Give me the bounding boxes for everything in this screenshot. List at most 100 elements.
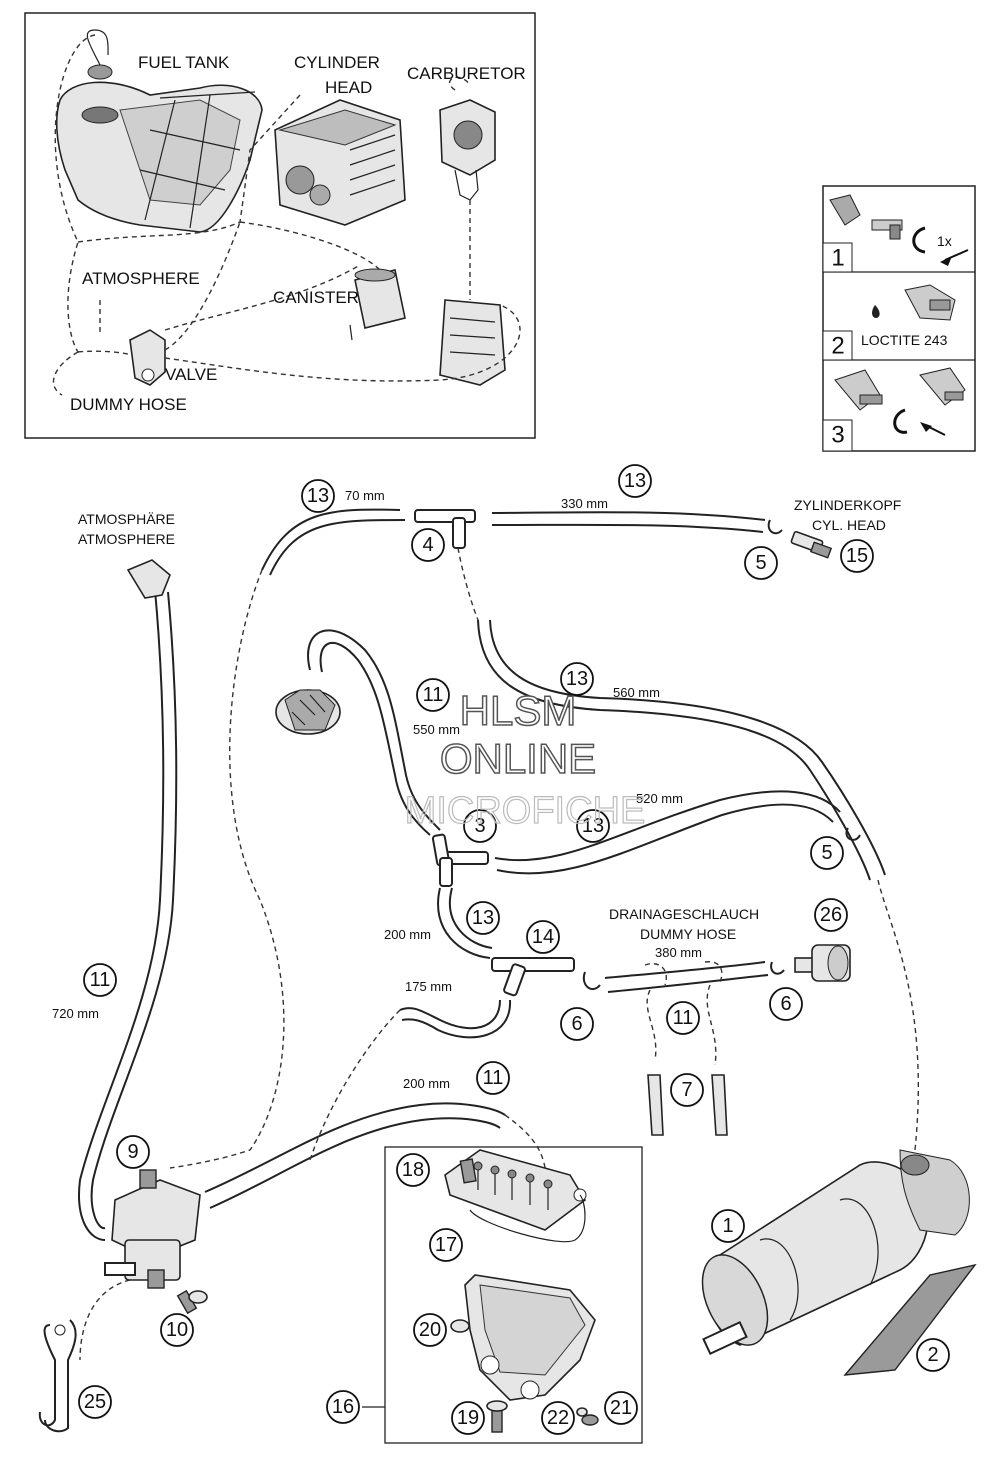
callout-circle <box>576 809 610 843</box>
callout-circle <box>326 1390 360 1424</box>
callout-number: 22 <box>547 1407 569 1429</box>
length-175mm: 175 mm <box>405 979 452 994</box>
clamp-6-right <box>770 961 785 975</box>
callout-c17: 17 <box>429 1228 463 1262</box>
callout-number: 13 <box>307 485 329 507</box>
step-1-note: 1x <box>937 233 952 249</box>
callout-c11b: 11 <box>666 1001 700 1035</box>
hose-routing <box>78 508 919 1361</box>
callout-circle <box>463 809 497 843</box>
callout-number: 25 <box>84 1391 106 1413</box>
callout-circle <box>711 1209 745 1243</box>
callout-c6a: 6 <box>560 1007 594 1041</box>
canister-label: CANISTER <box>273 288 359 307</box>
atmosphere-fitting <box>126 559 171 599</box>
cable-tie-7 <box>647 1074 728 1136</box>
hose-11-200mm <box>204 1102 506 1209</box>
callout-circle <box>301 479 335 513</box>
callout-number: 5 <box>755 552 766 574</box>
callout-c13c: 13 <box>560 662 594 696</box>
callout-circle <box>411 528 445 562</box>
callout-number: 20 <box>419 1319 441 1341</box>
step-3-number: 3 <box>831 422 844 449</box>
callout-c25: 25 <box>78 1385 112 1419</box>
hose-13-200mm <box>437 887 493 959</box>
callout-c11a: 11 <box>416 678 450 712</box>
callout-c20: 20 <box>413 1313 447 1347</box>
bracket-25 <box>38 1319 77 1433</box>
length-520mm: 520 mm <box>636 791 683 806</box>
length-200mm-a: 200 mm <box>384 927 431 942</box>
callout-number: 13 <box>472 907 494 929</box>
hose-13-to-canister <box>457 547 919 1151</box>
callout-c21: 21 <box>604 1391 638 1425</box>
callout-c10: 10 <box>160 1313 194 1347</box>
callout-c19: 19 <box>451 1401 485 1435</box>
fuel-cap-illustration <box>275 689 341 735</box>
t-piece-3 <box>431 833 489 887</box>
callout-c3: 3 <box>463 809 497 843</box>
callout-number: 13 <box>566 668 588 690</box>
callout-number: 6 <box>571 1013 582 1035</box>
fitting-15 <box>790 530 833 559</box>
step-3-illustration <box>834 367 966 436</box>
hose-13-70mm <box>261 508 406 576</box>
callout-c14: 14 <box>526 920 560 954</box>
manifold-group-16 <box>362 1146 643 1444</box>
callout-number: 14 <box>532 926 554 948</box>
callout-c13a: 13 <box>301 479 335 513</box>
tie-route <box>644 961 723 1066</box>
callout-c22: 22 <box>541 1401 575 1435</box>
callout-c16: 16 <box>326 1390 360 1424</box>
callout-circle <box>670 1073 704 1107</box>
step-2-illustration: LOCTITE 243 <box>861 284 956 348</box>
t-piece-4 <box>414 509 476 549</box>
inset-dummy-hose-label: DUMMY HOSE <box>70 395 187 414</box>
callout-c1: 1 <box>711 1209 745 1243</box>
callout-number: 4 <box>422 534 433 556</box>
hose-11-720mm <box>78 589 178 1241</box>
callout-circle <box>560 662 594 696</box>
clamp-5-mid <box>845 827 861 841</box>
callout-number: 9 <box>127 1141 138 1163</box>
callout-c15: 15 <box>840 539 874 573</box>
inset-hose-routing <box>52 34 521 396</box>
screw-10 <box>176 1289 208 1315</box>
length-70mm: 70 mm <box>345 488 385 503</box>
atmosphaere-label: ATMOSPHÄRE <box>78 511 175 527</box>
callout-number: 21 <box>610 1397 632 1419</box>
assembly-steps-box: 1 2 3 1x LOCTITE 243 <box>822 185 976 452</box>
callout-circle <box>618 464 652 498</box>
callout-circle <box>78 1385 112 1419</box>
watermark-line-3: MICROFICHE <box>405 790 646 832</box>
step-2-number: 2 <box>831 333 844 360</box>
callout-circle <box>666 1001 700 1035</box>
callout-number: 11 <box>673 1007 694 1029</box>
callout-circle <box>451 1401 485 1435</box>
watermark: HLSM ONLINE MICROFICHE <box>404 686 646 832</box>
callout-circle <box>526 920 560 954</box>
callout-c9: 9 <box>116 1135 150 1169</box>
watermark-line-1: HLSM <box>460 687 577 734</box>
drainage-hose-label: DRAINAGESCHLAUCH <box>609 906 759 922</box>
step-1-number: 1 <box>831 245 844 272</box>
clamp-6-left <box>582 971 601 991</box>
loctite-drop-icon <box>872 305 880 318</box>
callout-c13d: 13 <box>576 809 610 843</box>
callout-c4: 4 <box>411 528 445 562</box>
overview-inset: FUEL TANK CYLINDER HEAD CARBURETOR ATMOS… <box>24 12 536 439</box>
callout-number: 17 <box>435 1234 457 1256</box>
valve-illustration <box>129 329 166 386</box>
hose-11-550mm <box>307 629 441 836</box>
callout-circle <box>560 1007 594 1041</box>
length-560mm: 560 mm <box>613 685 660 700</box>
callout-number: 13 <box>582 815 604 837</box>
callout-c2: 2 <box>916 1338 950 1372</box>
callout-c18: 18 <box>396 1153 430 1187</box>
atmosphere-label: ATMOSPHERE <box>78 531 175 547</box>
cylinder-head-illustration <box>274 99 406 226</box>
clamp-5-top <box>767 519 783 535</box>
cylinder-head-label-line2: HEAD <box>325 78 372 97</box>
